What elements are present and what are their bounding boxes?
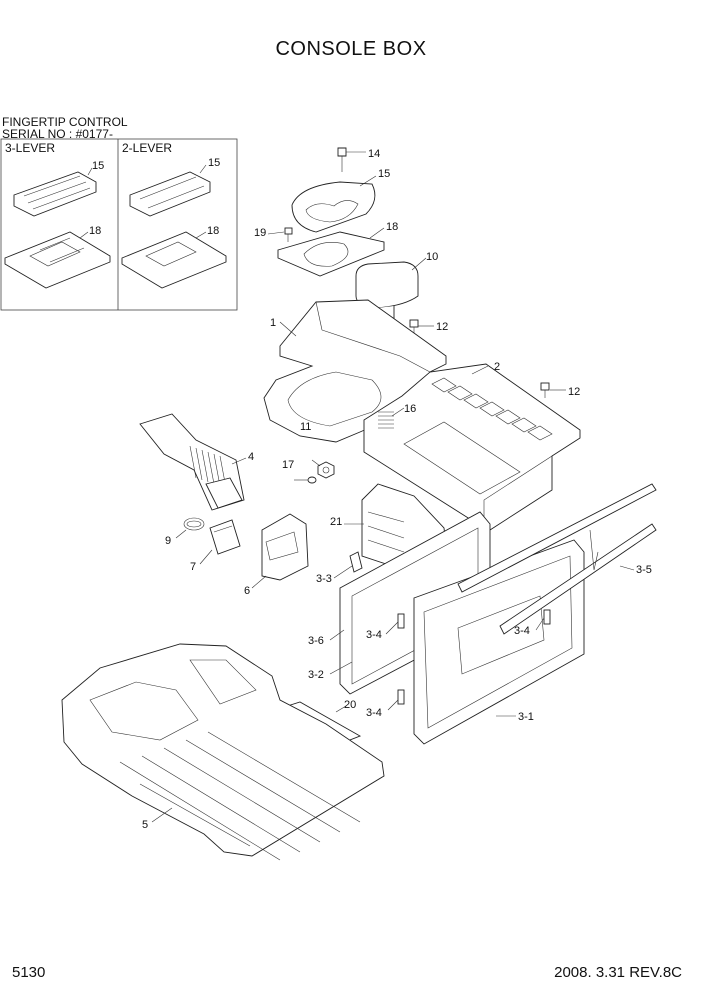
- inset-label-18-right: 18: [207, 225, 219, 237]
- inset-label-15-right: 15: [208, 157, 220, 169]
- armrest-cover-15: [291, 181, 376, 233]
- callout-3-1: 3-1: [518, 711, 534, 723]
- callout-3-2: 3-2: [308, 669, 324, 681]
- callout-4: 4: [248, 451, 254, 463]
- callout-15: 15: [378, 168, 390, 180]
- callout-18: 18: [386, 221, 398, 233]
- bolt-14: [337, 147, 347, 172]
- callout-7: 7: [190, 561, 196, 573]
- callout-20: 20: [344, 699, 356, 711]
- air-duct-4: [139, 413, 245, 511]
- inset-heading-2: SERIAL NO : #0177-: [2, 127, 113, 141]
- callout-3-4-lower: 3-4: [366, 707, 382, 719]
- callout-3-6: 3-6: [308, 635, 324, 647]
- callout-3-5: 3-5: [636, 564, 652, 576]
- inset-label-15-left: 15: [92, 160, 104, 172]
- nut-11: [317, 461, 335, 479]
- callout-6: 6: [244, 585, 250, 597]
- inset-3lever-cover: [13, 171, 97, 217]
- callout-5: 5: [142, 819, 148, 831]
- callout-2: 2: [494, 361, 500, 373]
- callout-12-right: 12: [568, 386, 580, 398]
- callout-3-3: 3-3: [316, 573, 332, 585]
- callout-labels: 14 15 18 19 10 12 1 2 12 16 11 4 17 21 9…: [142, 148, 652, 831]
- page-title: CONSOLE BOX: [275, 38, 427, 60]
- gasket-plate-18: [277, 231, 385, 277]
- inset-col-2-lever: 2-LEVER: [122, 141, 173, 155]
- leader-lines: [151, 151, 635, 823]
- inset-heading-1: FINGERTIP CONTROL: [2, 115, 128, 129]
- screw-12-right: [540, 382, 550, 398]
- callout-14: 14: [368, 148, 380, 160]
- inset-col-3-lever: 3-LEVER: [5, 141, 56, 155]
- clip-3-3: [349, 551, 363, 573]
- side-panel-frame-3-1: [397, 539, 585, 745]
- screw-17: [307, 476, 317, 484]
- inset-label-18-left: 18: [89, 225, 101, 237]
- inset-3lever-plate: [4, 231, 111, 289]
- callout-19: 19: [254, 227, 266, 239]
- callout-3-4-left: 3-4: [366, 629, 382, 641]
- callout-9: 9: [165, 535, 171, 547]
- nozzle-7: [209, 519, 241, 555]
- clamp-9: [183, 517, 205, 531]
- spring-16: [378, 411, 394, 429]
- console-base-2: [363, 363, 581, 531]
- callout-17: 17: [282, 459, 294, 471]
- switch-panel: [431, 377, 553, 441]
- callout-16: 16: [404, 403, 416, 415]
- callout-12-upper: 12: [436, 321, 448, 333]
- callout-1: 1: [270, 317, 276, 329]
- screw-19: [284, 227, 293, 242]
- floor-plate-5: [61, 643, 385, 861]
- louver-6: [261, 513, 309, 581]
- inset-frame: [0, 138, 238, 311]
- page-number: 5130: [12, 964, 46, 981]
- inset-2lever-plate: [121, 231, 227, 289]
- inset-2lever-cover: [129, 171, 211, 217]
- callout-10: 10: [426, 251, 438, 263]
- callout-11: 11: [300, 421, 311, 433]
- callout-21: 21: [330, 516, 342, 528]
- inset-leaders: [79, 164, 207, 239]
- rail-3-5: [457, 483, 657, 635]
- revision-date: 2008. 3.31 REV.8C: [554, 964, 682, 981]
- callout-3-4-right: 3-4: [514, 625, 530, 637]
